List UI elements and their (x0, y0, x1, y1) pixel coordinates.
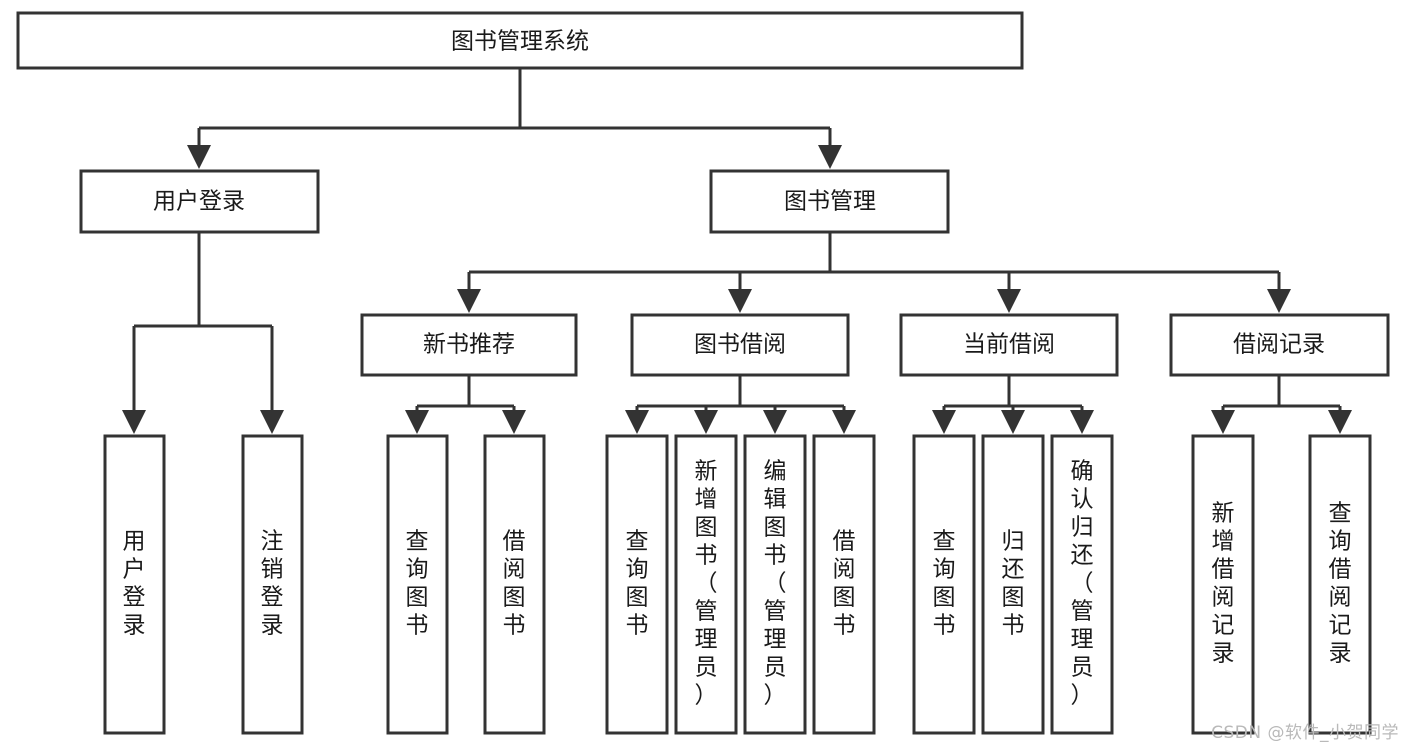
node-leaf-edit-book[interactable]: 编辑图书（管理员） (743, 434, 807, 735)
node-leaf-borrow-book-2-label: 借阅图书 (833, 529, 856, 639)
node-leaf-return-book[interactable]: 归还图书 (981, 434, 1045, 735)
node-book-manage-label: 图书管理 (784, 189, 876, 215)
node-leaf-add-book-label: 新增图书（管理员） (695, 459, 718, 709)
node-new-book-rec-label: 新书推荐 (423, 332, 515, 358)
connector-group-book-manage (457, 232, 1291, 313)
node-leaf-user-login-box[interactable] (103, 434, 166, 735)
node-borrow-record-box[interactable] (1169, 313, 1390, 377)
connector-group-new-book-rec (405, 375, 526, 434)
node-leaf-confirm-return-box[interactable] (1050, 434, 1114, 735)
node-leaf-query-record-label: 查询借阅记录 (1329, 501, 1352, 667)
connector-group-root (187, 68, 842, 169)
node-leaf-query-book-3-box[interactable] (912, 434, 976, 735)
node-new-book-rec-box[interactable] (360, 313, 578, 377)
node-book-borrow-label: 图书借阅 (694, 332, 786, 358)
node-leaf-user-login[interactable]: 用户登录 (103, 434, 166, 735)
node-leaf-confirm-return[interactable]: 确认归还（管理员） (1050, 434, 1114, 735)
node-current-borrow-box[interactable] (899, 313, 1119, 377)
node-book-manage[interactable]: 图书管理 (709, 169, 950, 234)
node-leaf-query-book-2-label: 查询图书 (626, 529, 649, 639)
node-root[interactable]: 图书管理系统 (16, 11, 1024, 70)
node-leaf-logout-box[interactable] (241, 434, 304, 735)
node-leaf-query-book-3-label: 查询图书 (933, 529, 956, 639)
node-leaf-confirm-return-label: 确认归还（管理员） (1071, 459, 1094, 709)
node-leaf-query-book-1[interactable]: 查询图书 (386, 434, 449, 735)
connector-group-book-borrow (625, 375, 856, 434)
csdn-watermark: CSDN @软件_小贺同学 (1211, 723, 1399, 743)
node-leaf-borrow-book-1[interactable]: 借阅图书 (483, 434, 546, 735)
node-book-borrow[interactable]: 图书借阅 (630, 313, 850, 377)
node-leaf-borrow-book-1-label: 借阅图书 (503, 529, 526, 639)
node-leaf-edit-book-label: 编辑图书（管理员） (764, 459, 787, 709)
node-leaf-query-book-2[interactable]: 查询图书 (605, 434, 669, 735)
node-leaf-add-record-label: 新增借阅记录 (1212, 501, 1235, 667)
node-leaf-add-record-box[interactable] (1191, 434, 1255, 735)
connector-group-user-login (122, 232, 284, 434)
node-current-borrow-label: 当前借阅 (963, 332, 1055, 358)
node-leaf-user-login-label: 用户登录 (123, 529, 146, 639)
node-leaf-add-record[interactable]: 新增借阅记录 (1191, 434, 1255, 735)
node-leaf-query-book-1-label: 查询图书 (406, 529, 429, 639)
node-user-login[interactable]: 用户登录 (79, 169, 320, 234)
node-book-manage-box[interactable] (709, 169, 950, 234)
connector-group-current-borrow (932, 375, 1094, 434)
node-borrow-record[interactable]: 借阅记录 (1169, 313, 1390, 377)
node-root-box[interactable] (16, 11, 1024, 70)
node-leaf-return-book-label: 归还图书 (1002, 529, 1025, 639)
node-leaf-add-book[interactable]: 新增图书（管理员） (674, 434, 738, 735)
node-leaf-query-record-box[interactable] (1308, 434, 1372, 735)
node-leaf-borrow-book-1-box[interactable] (483, 434, 546, 735)
node-borrow-record-label: 借阅记录 (1233, 332, 1325, 358)
node-leaf-add-book-box[interactable] (674, 434, 738, 735)
node-leaf-logout-label: 注销登录 (261, 529, 284, 639)
node-book-borrow-box[interactable] (630, 313, 850, 377)
node-user-login-box[interactable] (79, 169, 320, 234)
node-leaf-query-book-2-box[interactable] (605, 434, 669, 735)
node-leaf-borrow-book-2[interactable]: 借阅图书 (812, 434, 876, 735)
node-leaf-query-book-1-box[interactable] (386, 434, 449, 735)
node-root-label: 图书管理系统 (451, 29, 589, 55)
node-leaf-borrow-book-2-box[interactable] (812, 434, 876, 735)
node-leaf-edit-book-box[interactable] (743, 434, 807, 735)
connector-group-borrow-record (1211, 375, 1352, 434)
node-leaf-query-record[interactable]: 查询借阅记录 (1308, 434, 1372, 735)
node-leaf-logout[interactable]: 注销登录 (241, 434, 304, 735)
node-user-login-label: 用户登录 (153, 189, 245, 215)
node-leaf-query-book-3[interactable]: 查询图书 (912, 434, 976, 735)
node-leaf-return-book-box[interactable] (981, 434, 1045, 735)
node-current-borrow[interactable]: 当前借阅 (899, 313, 1119, 377)
node-new-book-rec[interactable]: 新书推荐 (360, 313, 578, 377)
